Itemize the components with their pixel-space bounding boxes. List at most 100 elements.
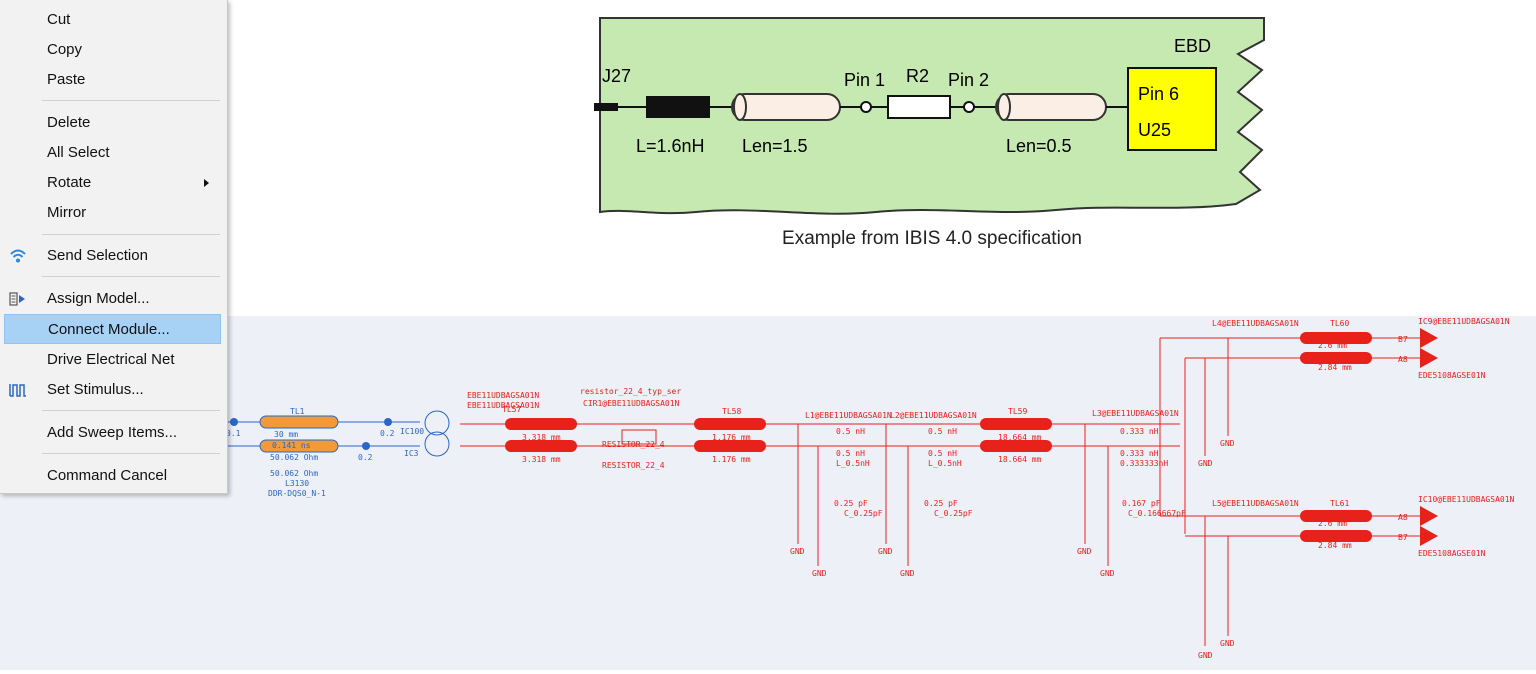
resistor-type: resistor_22_4_typ_ser: [580, 387, 681, 396]
c2-value2: C_0.25pF: [934, 509, 973, 518]
stimulus-icon: [9, 384, 26, 397]
tl1-ref: L3130: [285, 479, 309, 488]
ebd-example-figure: EBD J27 Pin 6 U25 Pin 1 R2 Pin 2 L=1.6nH…: [576, 0, 1288, 262]
schematic-canvas[interactable]: TL1 30 mm 0.141 ns 50.062 Ohm 50.062 Ohm…: [0, 316, 1536, 670]
menu-item-rotate[interactable]: Rotate: [4, 168, 221, 198]
menu-item-connect-module[interactable]: Connect Module...: [4, 314, 221, 344]
ic10-pin-b7: B7: [1398, 533, 1408, 542]
l3b-value: 0.333 nH: [1120, 449, 1159, 458]
ic9-pin-b7: B7: [1398, 335, 1408, 344]
inductor-label: L=1.6nH: [636, 136, 705, 156]
gnd-7: GND: [1198, 459, 1213, 468]
tl60-length: 2.6 mm: [1318, 341, 1347, 350]
tl58-length-b: 1.176 mm: [712, 455, 751, 464]
gnd-4: GND: [900, 569, 915, 578]
j27-connector: [594, 103, 618, 111]
tl60[interactable]: TL60 2.6 mm 2.84 mm: [1300, 319, 1372, 372]
gnd-9: GND: [1198, 651, 1213, 660]
schematic-drawing[interactable]: TL1 30 mm 0.141 ns 50.062 Ohm 50.062 Ohm…: [0, 316, 1536, 670]
inductor-chain-1[interactable]: L1@EBE11UDBAGSA01N L2@EBE11UDBAGSA01N 0.…: [805, 411, 977, 518]
menu-label: All Select: [47, 144, 110, 161]
l5-label: L5@EBE11UDBAGSA01N: [1212, 499, 1299, 508]
gnd-1: GND: [790, 547, 805, 556]
menu-item-add-sweep-items[interactable]: Add Sweep Items...: [4, 418, 221, 448]
tl57-label: TL57: [502, 405, 521, 414]
resistor-22-4[interactable]: resistor_22_4_typ_ser CIR1@EBE11UDBAGSA0…: [580, 387, 681, 470]
pin1-node: [860, 101, 872, 113]
resistor-name: RESISTOR_22_4: [602, 440, 665, 449]
tl1-line-bottom[interactable]: [259, 439, 339, 453]
line2-label: Len=0.5: [1006, 136, 1072, 156]
ic9-pin-a8: A8: [1398, 355, 1408, 364]
tl1-impedance: 50.062 Ohm: [270, 453, 318, 462]
menu-item-set-stimulus[interactable]: Set Stimulus...: [4, 375, 221, 405]
l3-label: L3@EBE11UDBAGSA01N: [1092, 409, 1179, 418]
l1b-value: 0.5 nH: [836, 449, 865, 458]
tl1-length: 30 mm: [274, 430, 298, 439]
menu-item-delete[interactable]: Delete: [4, 108, 221, 138]
tl1-delay: 0.141 ns: [272, 441, 311, 450]
menu-separator: [42, 234, 220, 235]
ic9-label: IC9@EBE11UDBAGSA01N: [1418, 317, 1510, 326]
gnd-10: GND: [1220, 639, 1235, 648]
menu-item-cut[interactable]: Cut: [4, 5, 221, 35]
context-menu[interactable]: Cut Copy Paste Delete All Select Rotate …: [0, 0, 228, 494]
tl57-length: 3.318 mm: [522, 433, 561, 442]
tl60-length-b: 2.84 mm: [1318, 363, 1352, 372]
menu-item-paste[interactable]: Paste: [4, 65, 221, 95]
menu-item-drive-electrical-net[interactable]: Drive Electrical Net: [4, 345, 221, 375]
ic9-driver[interactable]: IC9@EBE11UDBAGSA01N EDE5108AGSE01N B7 A8: [1398, 317, 1510, 380]
tl59[interactable]: TL59 18.664 mm 18.664 mm: [980, 407, 1052, 464]
tl58[interactable]: TL58 1.176 mm 1.176 mm: [694, 407, 766, 464]
resistor-name-b: RESISTOR_22_4: [602, 461, 665, 470]
menu-item-send-selection[interactable]: Send Selection: [4, 241, 221, 271]
pin1-label: Pin 1: [844, 70, 885, 90]
menu-label: Cut: [47, 11, 71, 28]
port-right-label: 0.2: [380, 429, 395, 438]
menu-item-mirror[interactable]: Mirror: [4, 198, 221, 228]
j27-label: J27: [602, 66, 631, 86]
tl1-line-top[interactable]: [259, 415, 339, 429]
net-wires: [460, 337, 1420, 646]
ic10-pin-a8: A8: [1398, 513, 1408, 522]
tl58-label: TL58: [722, 407, 741, 416]
selected-tl1-block[interactable]: TL1 30 mm 0.141 ns 50.062 Ohm 50.062 Ohm…: [226, 407, 450, 498]
gnd-8: GND: [1220, 439, 1235, 448]
ic10-driver[interactable]: IC10@EBE11UDBAGSA01N EDE5108AGSE01N A8 B…: [1398, 495, 1515, 558]
u25-box: [1127, 67, 1217, 151]
l3b-value2: 0.333333nH: [1120, 459, 1168, 468]
gnd-6: GND: [1100, 569, 1115, 578]
ic10-label: IC10@EBE11UDBAGSA01N: [1418, 495, 1515, 504]
tl57[interactable]: TL57 3.318 mm 3.318 mm: [502, 405, 577, 464]
tl61-length: 2.6 mm: [1318, 519, 1347, 528]
gnd-2: GND: [812, 569, 827, 578]
menu-item-all-select[interactable]: All Select: [4, 138, 221, 168]
menu-item-copy[interactable]: Copy: [4, 35, 221, 65]
c2-value: 0.25 pF: [924, 499, 958, 508]
tl61-label: TL61: [1330, 499, 1349, 508]
menu-label: Send Selection: [47, 247, 148, 264]
ic9-part: EDE5108AGSE01N: [1418, 371, 1486, 380]
menu-separator: [42, 100, 220, 101]
l4-label: L4@EBE11UDBAGSA01N: [1212, 319, 1299, 328]
ic3-label: IC3: [404, 449, 419, 458]
l1b-value2: L_0.5nH: [836, 459, 870, 468]
menu-label: Rotate: [47, 174, 92, 191]
tl59-length-b: 18.664 mm: [998, 455, 1042, 464]
tl61-length-b: 2.84 mm: [1318, 541, 1352, 550]
l2-label: L2@EBE11UDBAGSA01N: [890, 411, 977, 420]
tl1-net: DDR-DQS0_N-1: [268, 489, 326, 498]
menu-label: Connect Module...: [48, 321, 170, 338]
l2b-value: 0.5 nH: [928, 449, 957, 458]
r2-label: R2: [906, 66, 929, 86]
menu-item-command-cancel[interactable]: Command Cancel: [4, 461, 221, 491]
menu-label: Command Cancel: [47, 467, 168, 484]
submenu-arrow-icon: [204, 179, 209, 187]
inductor-l3[interactable]: L3@EBE11UDBAGSA01N 0.333 nH 0.333 nH 0.3…: [1092, 409, 1186, 518]
gnd-3: GND: [878, 547, 893, 556]
menu-item-assign-model[interactable]: Assign Model...: [4, 284, 221, 314]
menu-label: Assign Model...: [47, 290, 150, 307]
l2b-value2: L_0.5nH: [928, 459, 962, 468]
tl61[interactable]: TL61 2.6 mm 2.84 mm: [1300, 499, 1372, 550]
r2-resistor: [887, 95, 951, 119]
